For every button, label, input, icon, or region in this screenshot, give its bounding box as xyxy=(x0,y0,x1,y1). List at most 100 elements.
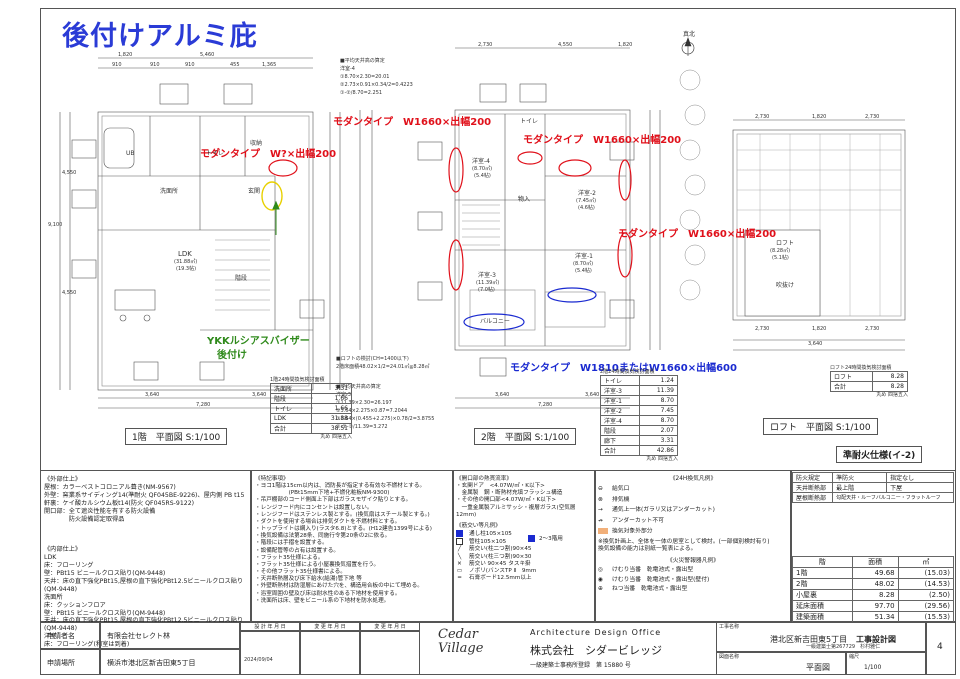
dim-loft-bottom-2: 1,820 xyxy=(812,326,827,332)
special-line: ・設備配管等の占有は設置する。 xyxy=(255,547,339,554)
legend-item: 管柱105×105 xyxy=(456,538,592,546)
change2-date-label: 変 更 年 月 日 xyxy=(360,622,420,631)
interior-line: 天井：床の直下強化PBt15,屋根の直下強化PBt12.5ビニールクロス貼り(Q… xyxy=(44,577,244,593)
vent-2f-val: 8.70 xyxy=(639,395,678,406)
brace-icon: ╱ xyxy=(457,546,462,553)
dim-f2-bottom-2: 3,640 xyxy=(585,392,600,398)
brace-thin-icon: ╲ xyxy=(457,553,462,560)
special-line: ・フラット35仕様による小屋裏換気措置を行う。 xyxy=(255,561,380,568)
special-title: 《特記事項》 xyxy=(255,476,289,482)
area-floor: 小屋裏 xyxy=(792,589,853,601)
loft-outline xyxy=(732,129,906,321)
calc-loft-note: ■ロフトの検討(CH=1400以下) xyxy=(336,356,409,362)
calc-f2-title: ■平均天井高の算定 xyxy=(340,58,385,64)
special-line: ・階段には手摺を設置する。 xyxy=(255,540,328,547)
floor1-plan-label: 1階 平面図 S:1/100 xyxy=(125,428,228,445)
vent-1f-room: LDK xyxy=(269,413,313,424)
awning-label-1f: モダンタイプ W?×出幅200 xyxy=(200,149,337,160)
dim-f2-top-2: 4,550 xyxy=(558,42,573,48)
awning-label-2f-top: モダンタイプ W1660×出幅200 xyxy=(333,117,492,128)
area-header: 面積 xyxy=(851,556,899,568)
project-cell xyxy=(716,622,926,652)
special-line: ・その他フラット35仕様書による。 xyxy=(255,569,346,576)
vent-2f-val: 3.31 xyxy=(639,435,678,446)
floor23-icon xyxy=(528,535,535,542)
special-line: ・レンジフード内にコンセントは設置しない。 xyxy=(255,504,373,511)
room-western4-area: (8.70㎡) xyxy=(472,166,493,172)
vent-2f-room: 洋室-2 xyxy=(599,405,641,416)
vent-2f-room: トイレ xyxy=(599,375,641,386)
legend-item: ▭ノボリ(バンスTP Ⅱ 9mm xyxy=(456,567,537,574)
vent-2f-room: 洋室-4 xyxy=(599,415,641,426)
supply-icon: ⊖ xyxy=(598,486,603,493)
vent-2f-val: 11.39 xyxy=(639,385,678,396)
floor2-outline xyxy=(454,109,631,351)
fire-spec-cell: 指定なし xyxy=(886,472,954,483)
room-western3-area: (11.39㎡) xyxy=(476,280,500,286)
calc-f3-c4: ①-②-③/11.39=3.272 xyxy=(336,424,388,430)
area-value: 48.02 xyxy=(851,578,899,590)
calc-loft-calc: 2階床面積48.02×1/2=24.01㎡≧8.28㎡ xyxy=(336,364,430,370)
vent-1f-room: 洗面所 xyxy=(269,383,313,394)
drawing-label: 図面名称 xyxy=(719,654,740,660)
vent-2f-val: 2.07 xyxy=(639,425,678,436)
company-logo: Cedar Village xyxy=(438,627,484,656)
design-date-label: 設 計 年 月 日 xyxy=(240,622,300,631)
room-balcony: バルコニー xyxy=(480,318,510,325)
area-floor: 延床面積 xyxy=(792,600,853,612)
special-line: ・レンジフードはステンレス製とする。(換気扇はスチール製とする。) xyxy=(255,511,430,518)
exterior-line: 外壁：窯業系サイディング14(準耐火 QF045BE-9226)、屋内側 PB … xyxy=(44,491,245,499)
vent-2f-val: 8.70 xyxy=(639,415,678,426)
area-floor: 1階 xyxy=(792,567,853,579)
project-type: 工事設計図 xyxy=(856,635,896,644)
divider xyxy=(250,470,252,622)
vent-2f-note: 丸め 四捨五入 xyxy=(646,456,678,462)
vent-1f-room: 合計 xyxy=(269,423,313,434)
room-loft: ロフト xyxy=(776,240,795,247)
legend-title: 《筋交い等凡例》 xyxy=(456,522,501,529)
airflow-icon: → xyxy=(598,507,603,514)
scale-label: 縮尺 xyxy=(849,654,860,660)
vent-1f-room: トイレ xyxy=(269,403,313,414)
room-western4: 洋室-4 xyxy=(472,158,490,165)
vent-loft-room: 合計 xyxy=(829,381,874,392)
dim-f1-top-2: 5,460 xyxy=(200,52,215,58)
openings-line: 金属製 鋼・断熱材充填フラッシュ構造 xyxy=(456,490,563,497)
vent-legend-item: ⊖給気口 xyxy=(598,486,630,493)
legend-floor-note: 2〜3階用 xyxy=(528,535,563,543)
project-name: 港北区新吉田東5丁目 xyxy=(770,635,848,644)
room-void: 吹抜け xyxy=(776,282,795,289)
fire-alarm-item: ⊕ねつ当番 乾電池式・露出型 xyxy=(598,585,688,592)
openings-line: 一重金属製アルミサッシ・複層ガラス(空気層12mm) xyxy=(456,504,576,518)
fire-alarm-title: 《火災警報器凡例》 xyxy=(666,557,720,564)
exterior-line: 防火設備認定取得品 xyxy=(44,515,125,523)
room-western1-area: (8.70㎡) xyxy=(573,261,594,267)
vent-2f-title: 2階24時間換気検討面積 xyxy=(600,369,655,375)
applicant-label: 申請者名 xyxy=(40,622,100,649)
room-storage-1f: 収納 xyxy=(250,140,263,147)
dim-f1-top2-3: 910 xyxy=(185,62,195,68)
dim-f1-bottom-2: 3,640 xyxy=(252,392,267,398)
date-cell xyxy=(300,631,360,675)
dim-f1-top2-2: 910 xyxy=(150,62,160,68)
calc-f3-c1: ①11.39×2.30=26.197 xyxy=(336,400,392,406)
gypsum-icon: ━ xyxy=(457,575,462,582)
ykk-sub-label: 後付け xyxy=(217,350,247,361)
openings-notes: 《開口部の熱貫流率》 ・玄関ドア <4.07W/㎡・K以下> 金属製 鋼・断熱材… xyxy=(456,476,592,582)
vent-2f-val: 1.24 xyxy=(639,375,678,386)
room-toilet-2f: トイレ xyxy=(520,118,539,125)
floor1-outline xyxy=(97,111,314,391)
special-line: ・外壁断熱材は防湿層にあけた穴を、構造用合板の中にて埋める。 xyxy=(255,583,423,590)
legend-item: ╲筋交い(柱三つ割)90×30 xyxy=(457,553,532,560)
interior-line: 壁：PBt15 ビニールクロス貼り(QM-9448) xyxy=(44,569,166,577)
vent-1f-room: 階段 xyxy=(269,393,313,404)
vent-2f-room: 階段 xyxy=(599,425,641,436)
room-western2-area: (7.45㎡) xyxy=(576,198,597,204)
dim-f1-top2-4: 455 xyxy=(230,62,240,68)
openings-line: ・玄関ドア <4.07W/㎡・K以下> xyxy=(456,483,545,490)
vent-2f-room: 廊下 xyxy=(599,435,641,446)
vent-1f-title: 1階24時間換気検討面積 xyxy=(270,377,325,383)
area-value: 49.68 xyxy=(851,567,899,579)
